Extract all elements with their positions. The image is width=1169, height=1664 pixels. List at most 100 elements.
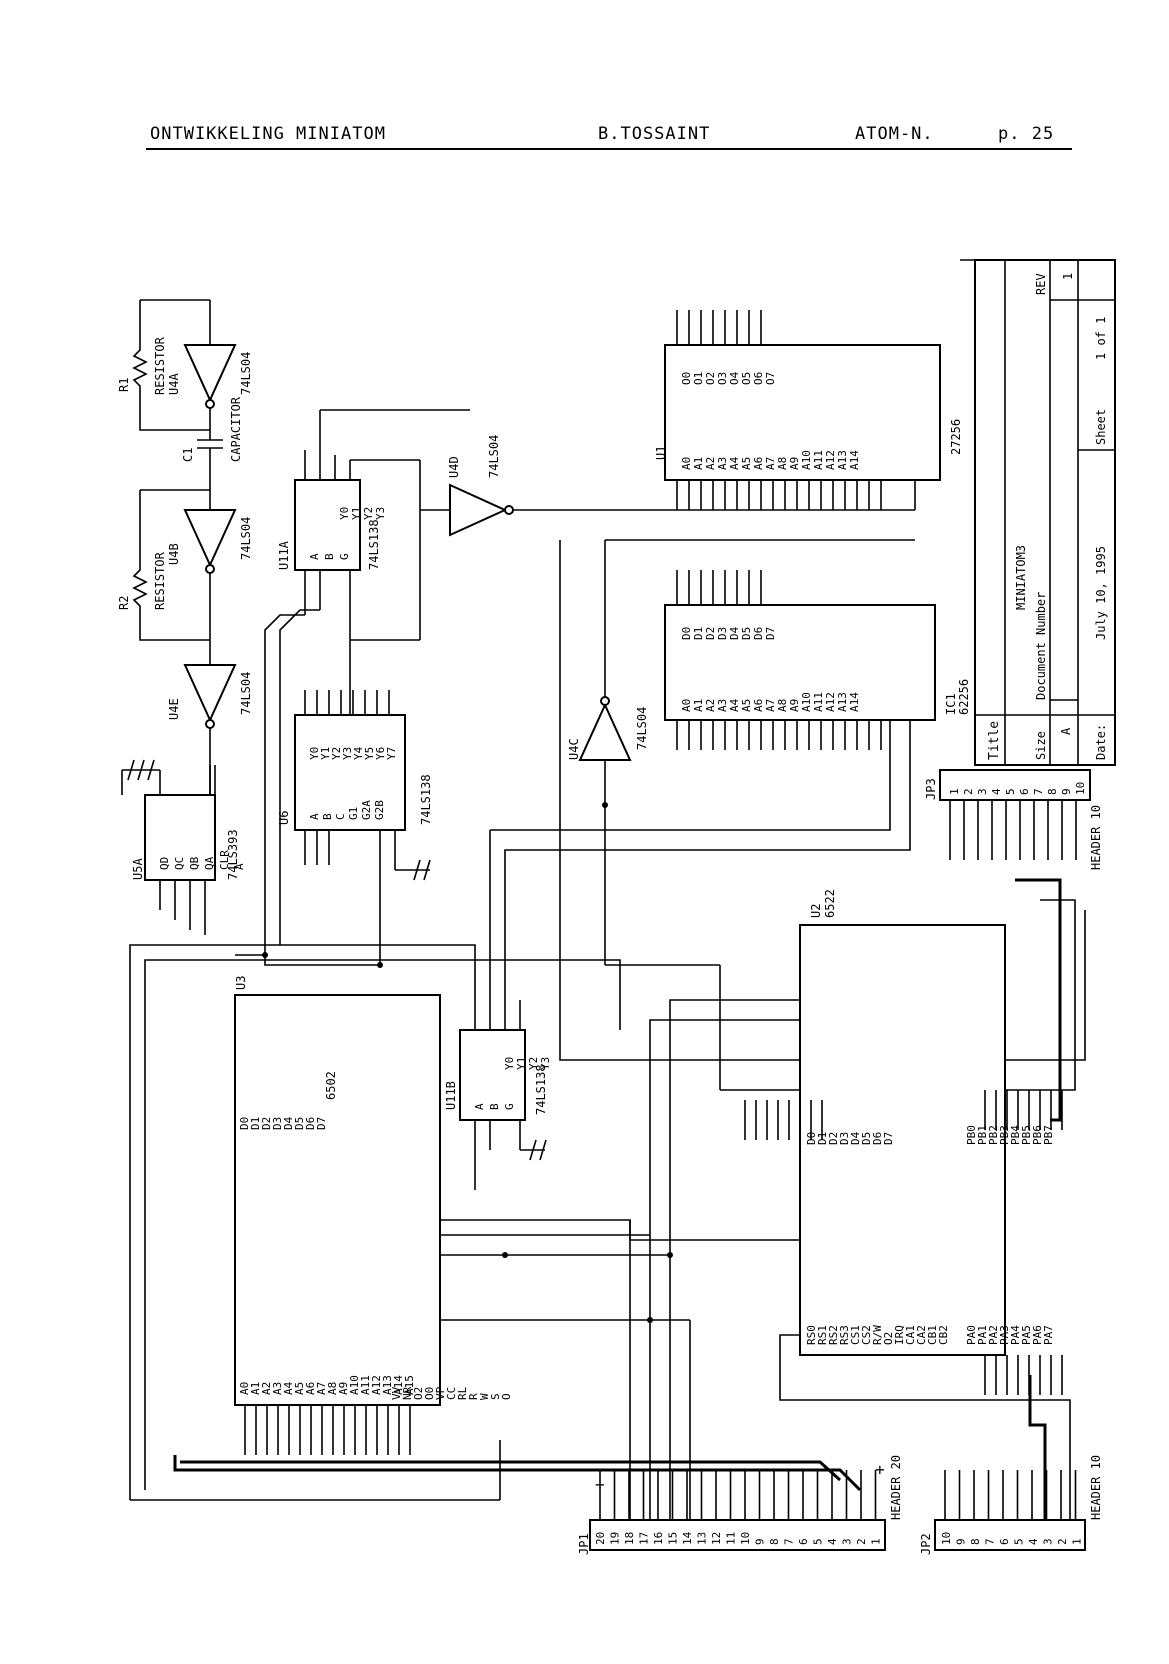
u2-control-label: CS1 <box>849 1325 862 1345</box>
u4e-inverter-symbol <box>183 664 237 723</box>
jp1-type: HEADER 20 <box>889 1455 903 1520</box>
u1-address-label: A1 <box>692 457 705 470</box>
date-value: July 10, 1995 <box>1094 546 1108 640</box>
jp1-pin-label: 13 <box>696 1532 709 1545</box>
u2-portb-label: PB2 <box>987 1125 1000 1145</box>
u3-control-label: VP <box>434 1386 447 1400</box>
u3-ref: U3 <box>234 976 248 990</box>
ic1-data-label: D1 <box>692 627 705 640</box>
u4c-ref: U4C <box>567 738 581 760</box>
u4b-ref: U4B <box>167 543 181 565</box>
jp1-pin-label: 10 <box>739 1532 752 1545</box>
u3-control-label: O <box>500 1393 513 1400</box>
ic1-address-label: A14 <box>848 692 861 712</box>
ic1-address-label: A12 <box>824 692 837 712</box>
u6-input-label: G1 <box>347 807 360 820</box>
u4b-inverter-symbol <box>183 509 237 568</box>
r2-value: RESISTOR <box>153 551 167 610</box>
u3-control-label: NR <box>401 1386 414 1400</box>
u1-address-label: A4 <box>728 456 741 470</box>
u3-data-label: D1 <box>249 1117 262 1130</box>
u11b-input-label: G <box>503 1103 516 1110</box>
u11b-input-label: A <box>473 1103 486 1110</box>
u11a-output-label: Y1 <box>350 507 363 520</box>
u4c-type: 74LS04 <box>635 707 649 750</box>
ic1-address-label: A9 <box>788 699 801 712</box>
c1-ref: C1 <box>181 448 195 462</box>
u11b-input-label: B <box>488 1103 501 1110</box>
u3-address-label: A2 <box>260 1382 273 1395</box>
header-rule <box>146 148 1072 150</box>
ic1-address-label: A4 <box>728 698 741 712</box>
u2-ref: U2 <box>809 904 823 918</box>
jp2-pin-label: 8 <box>969 1538 982 1545</box>
u4c-inverter: U4C 74LS04 <box>567 539 915 965</box>
u6-type: 74LS138 <box>419 774 433 825</box>
u3-address-label: A7 <box>315 1382 328 1395</box>
u2-portb-label: PB6 <box>1031 1125 1044 1145</box>
u4d-type: 74LS04 <box>487 435 501 478</box>
u11a-type: 74LS138 <box>367 519 381 570</box>
u2-porta-label: PA5 <box>1020 1325 1033 1345</box>
u4a-inverter-symbol <box>183 344 237 403</box>
u1-address-label: A0 <box>680 457 693 470</box>
header-page: p. 25 <box>998 124 1055 144</box>
u1-type: 27256 <box>949 419 963 455</box>
u1-data-label: O6 <box>752 372 765 385</box>
u2-porta-label: PA6 <box>1031 1325 1044 1345</box>
size-label: Size <box>1034 731 1048 760</box>
jp2-pin-label: 7 <box>984 1538 997 1545</box>
u3-data-label: D0 <box>238 1117 251 1130</box>
u2-porta-label: PA0 <box>965 1325 978 1345</box>
r1-resistor-symbol <box>132 300 210 431</box>
u3-address-label: A3 <box>271 1382 284 1395</box>
u11b-output-label: Y1 <box>515 1057 528 1070</box>
u3-cpu: U3 6502 A0A1A2A3A4A5A6A7A8A9A10A11A12A13… <box>234 976 513 1455</box>
u2-porta-label: PA4 <box>1009 1325 1022 1345</box>
jp3-pin-label: 5 <box>1004 788 1017 795</box>
docnum-label: Document Number <box>1034 592 1048 700</box>
u3-control-label: W <box>478 1393 491 1400</box>
ic1-data-label: D7 <box>764 627 777 640</box>
u3-address-label: A1 <box>249 1382 262 1395</box>
ic1-type: 62256 <box>957 679 971 715</box>
u11a-output-label: Y3 <box>374 507 387 520</box>
u3-address-label: A5 <box>293 1382 306 1395</box>
u6-output-label: Y3 <box>341 747 354 760</box>
u5a-pin-label: CLR <box>218 850 231 870</box>
jp3-pin-label: 8 <box>1046 788 1059 795</box>
u6-output-label: Y6 <box>374 747 387 760</box>
ic1-data-label: D6 <box>752 627 765 640</box>
u11a-input-label: A <box>308 553 321 560</box>
u2-portb-label: PB1 <box>976 1125 989 1145</box>
u2-data-label: D3 <box>838 1132 851 1145</box>
u6-input-label: C <box>334 813 347 820</box>
u3-control-label: VV <box>390 1386 403 1400</box>
u4e-ref: U4E <box>167 698 181 720</box>
u2-control-label: RS1 <box>816 1325 829 1345</box>
ic1-address-label: A1 <box>692 699 705 712</box>
u3-address-label: A15 <box>403 1375 416 1395</box>
u2-portb-label: PB7 <box>1042 1125 1055 1145</box>
u2-data-label: D2 <box>827 1132 840 1145</box>
jp3-ref: JP3 <box>924 778 938 800</box>
u5a-pin-label: A <box>233 863 246 870</box>
u2-data-label: D7 <box>882 1132 895 1145</box>
rev-value: 1 <box>1061 273 1075 280</box>
u1-data-label: O5 <box>740 372 753 385</box>
u2-portb-label: PB3 <box>998 1125 1011 1145</box>
jp2-pin-label: 10 <box>940 1532 953 1545</box>
u3-address-label: A4 <box>282 1381 295 1395</box>
svg-text:+: + <box>875 1460 885 1479</box>
title-block: Title MINIATOM3 Size Document Number A R… <box>960 259 1116 766</box>
u11b-ref: U11B <box>444 1081 458 1110</box>
u3-address-label: A6 <box>304 1382 317 1395</box>
u2-control-label: CA1 <box>904 1325 917 1345</box>
u1-address-label: A11 <box>812 450 825 470</box>
u3-control-label: CC <box>445 1387 458 1400</box>
